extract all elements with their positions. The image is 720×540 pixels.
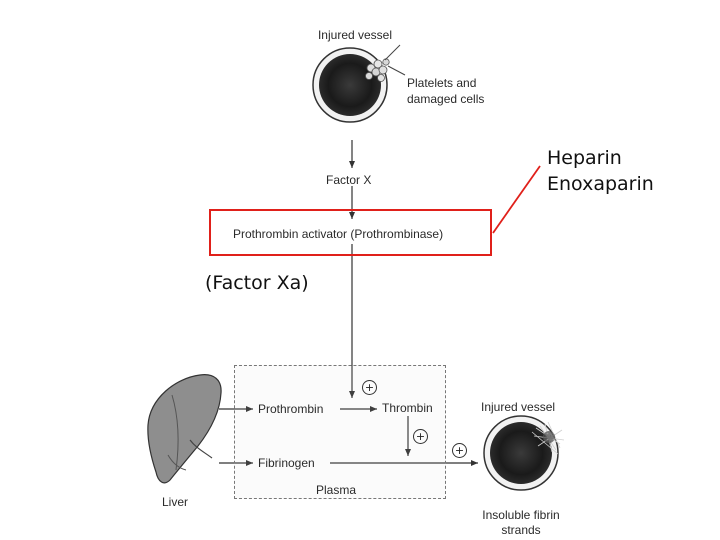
plus-sign: + (362, 380, 377, 395)
prothrombin-label: Prothrombin (258, 402, 324, 416)
enoxaparin-label: Enoxaparin (547, 173, 654, 195)
factor-xa-label: (Factor Xa) (205, 272, 309, 294)
thrombin-label: Thrombin (382, 401, 433, 415)
fibrinogen-label: Fibrinogen (258, 456, 315, 470)
heparin-label: Heparin (547, 147, 622, 169)
plus-sign: + (413, 429, 428, 444)
injured-vessel-top-icon (312, 44, 406, 123)
liver-icon (147, 374, 222, 484)
prothrombin-activator-highlight (209, 209, 492, 256)
liver-label: Liver (162, 495, 189, 509)
factor-x-label: Factor X (326, 173, 372, 187)
fibrin-label-line2: strands (501, 523, 541, 537)
platelets-label-line2: damaged cells (407, 92, 485, 106)
platelets-label-line1: Platelets and (407, 76, 477, 90)
injured-vessel-top-label: Injured vessel (317, 28, 393, 42)
plasma-region (234, 365, 446, 499)
injured-vessel-bottom-label: Injured vessel (481, 400, 556, 414)
platelet-cluster-icon (365, 58, 390, 82)
prothrombin-activator-label: Prothrombin activator (Prothrombinase) (233, 227, 444, 241)
plus-sign: + (452, 443, 467, 458)
injured-vessel-bottom-icon (483, 415, 565, 491)
plasma-label: Plasma (316, 483, 357, 497)
fibrin-label-line1: Insoluble fibrin (482, 508, 560, 522)
